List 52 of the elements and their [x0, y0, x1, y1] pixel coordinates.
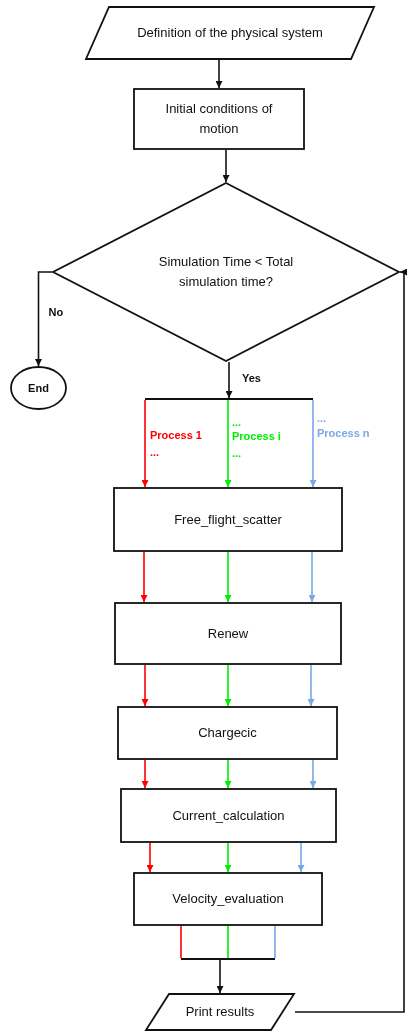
input-output-parallelogram	[145, 993, 295, 1031]
connector-line	[274, 925, 276, 959]
process-box	[133, 88, 305, 150]
arrow	[215, 59, 223, 89]
process-label: ...	[317, 412, 327, 425]
arrow	[225, 361, 233, 399]
arrow	[309, 759, 317, 789]
process-label: ...	[150, 446, 160, 459]
arrow	[222, 149, 230, 183]
node-label: End	[28, 381, 49, 396]
arrow	[141, 664, 149, 707]
arrow	[35, 271, 53, 367]
process-label: ...	[232, 416, 242, 429]
arrow	[224, 399, 232, 488]
arrow	[140, 551, 148, 603]
node-label: Velocity_evaluation	[172, 890, 284, 908]
edge-label: Yes	[242, 372, 261, 385]
connector-line	[227, 925, 229, 959]
process-box	[114, 602, 342, 665]
node-label: Simulation Time < Total simulation time?	[157, 253, 295, 291]
arrow	[224, 664, 232, 707]
process-label: ...	[232, 447, 242, 460]
arrow	[294, 268, 407, 1013]
node-label: Free_flight_scatter	[174, 510, 282, 529]
arrow	[297, 842, 305, 873]
node-label: Current_calculation	[172, 806, 285, 825]
edge-label: No	[48, 306, 64, 319]
node-label: Print results	[185, 1003, 255, 1021]
arrow	[216, 959, 224, 994]
arrow	[224, 551, 232, 603]
process-box	[120, 788, 337, 843]
arrow	[141, 399, 149, 488]
arrow	[307, 664, 315, 707]
process-box	[113, 487, 343, 552]
terminal-oval	[10, 366, 67, 410]
process-box	[117, 706, 338, 760]
node-label: Initial conditions of motion	[164, 100, 274, 138]
process-label: Process i	[232, 430, 281, 443]
arrow	[224, 759, 232, 789]
arrow	[146, 842, 154, 873]
process-box	[133, 872, 323, 926]
arrow	[308, 551, 316, 603]
arrow	[224, 842, 232, 873]
node-label: Definition of the physical system	[137, 24, 323, 42]
input-output-parallelogram	[85, 6, 375, 60]
connector-line	[180, 925, 182, 959]
node-label: Renew	[207, 624, 249, 643]
arrow	[141, 759, 149, 789]
process-label: Process n	[317, 427, 370, 440]
process-label: Process 1	[150, 429, 202, 442]
node-label: Chargecic	[198, 724, 257, 742]
arrow	[309, 399, 317, 488]
